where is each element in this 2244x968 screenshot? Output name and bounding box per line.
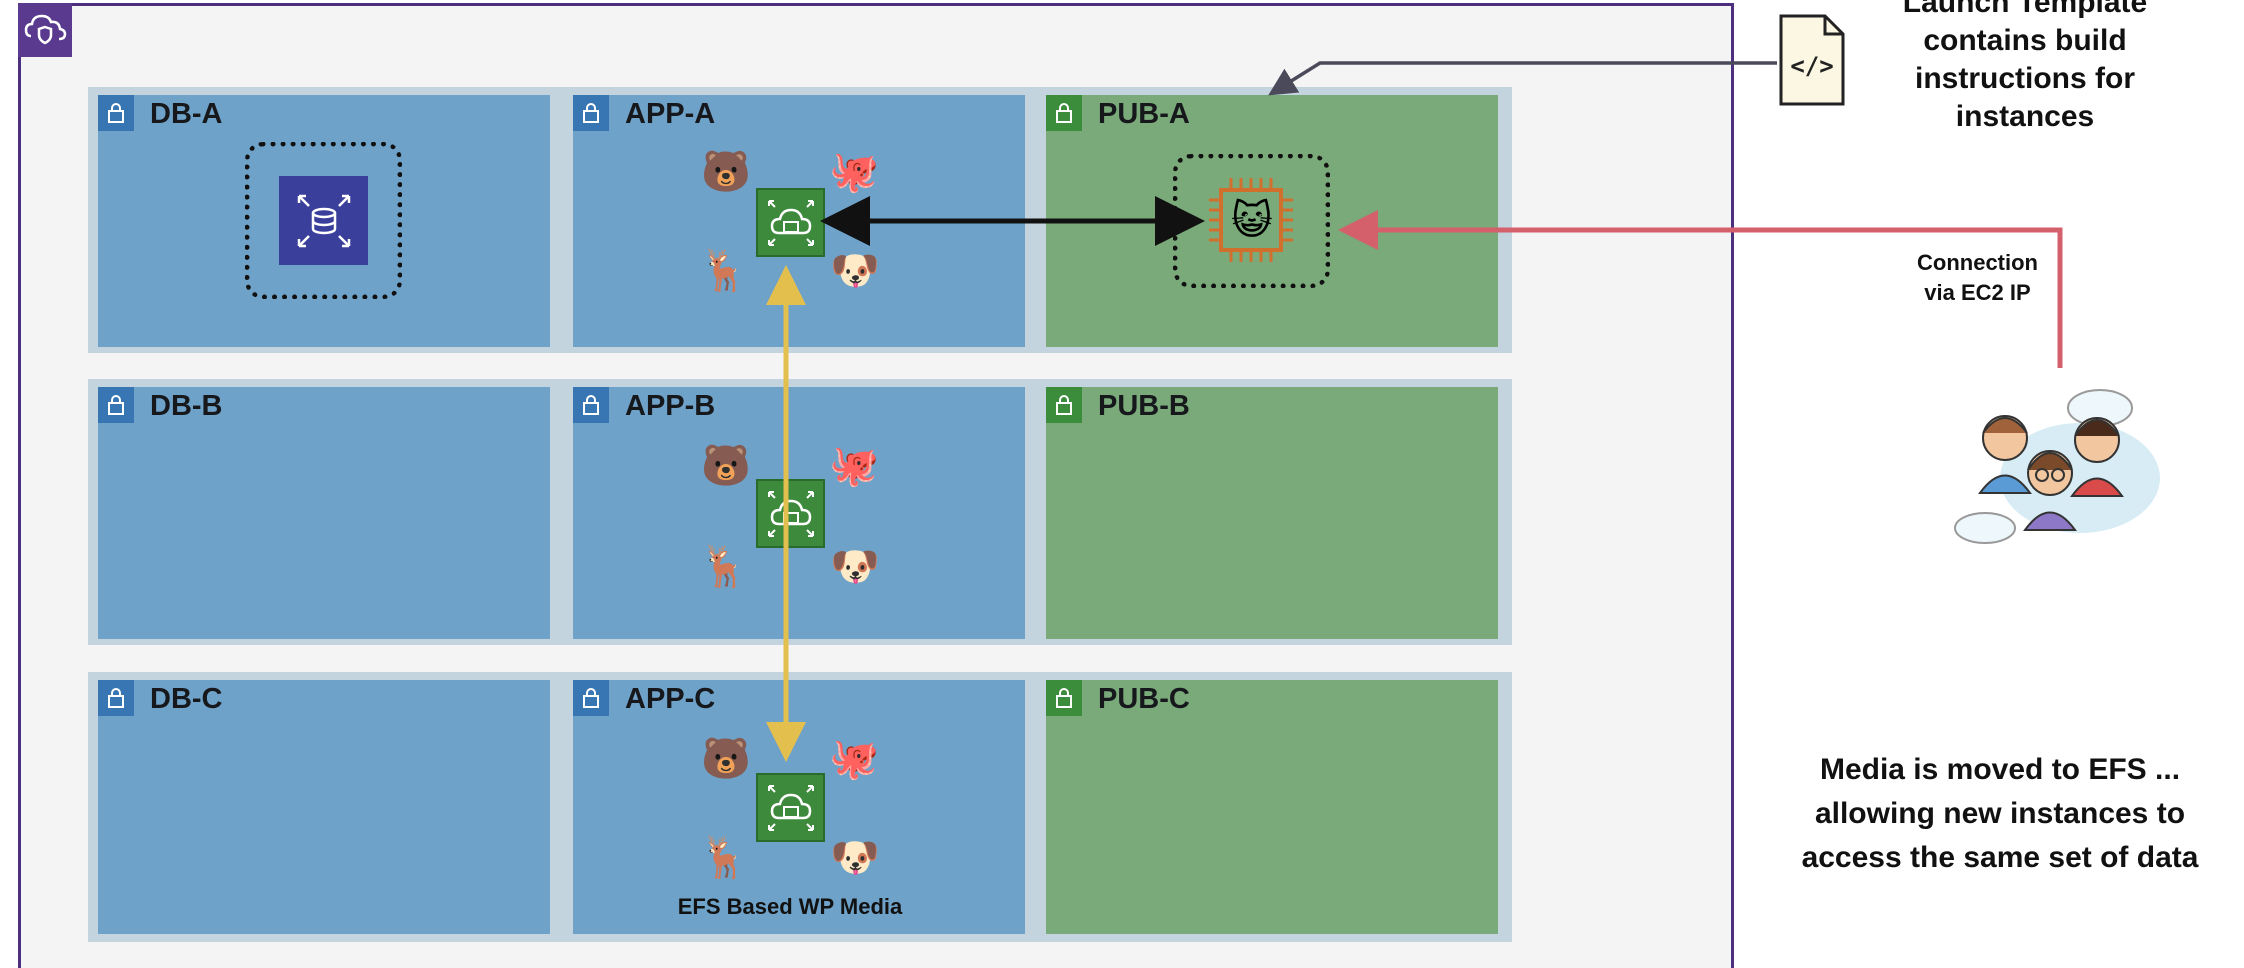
note-line: Media is moved to EFS ...	[1819, 753, 2181, 786]
octopus-icon: 🐙	[829, 736, 879, 782]
deer-icon: 🦌	[699, 248, 749, 294]
subnet-label: PUB-C	[1098, 683, 1190, 715]
rds-database-icon[interactable]	[279, 176, 368, 265]
note-line: instances	[1955, 100, 2095, 133]
auto-scaling-group-icon[interactable]	[756, 188, 825, 257]
media-efs-note: Media is moved to EFS ... allowing new i…	[1760, 748, 2240, 880]
cat-icon: 😺	[1231, 198, 1273, 244]
note-line: allowing new instances to	[1814, 797, 2186, 830]
subnet-db-c: DB-C	[98, 680, 550, 934]
lock-icon	[98, 680, 134, 716]
gremlin-icon: 🐶	[830, 835, 880, 881]
gremlin-icon: 🐶	[830, 248, 880, 294]
subnet-pub-b: PUB-B	[1046, 387, 1498, 639]
subnet-label: APP-C	[625, 683, 716, 715]
octopus-icon: 🐙	[829, 149, 879, 195]
code-file-icon[interactable]: </>	[1777, 12, 1847, 108]
note-line: contains build	[1923, 24, 2127, 57]
deer-icon: 🦌	[699, 835, 749, 881]
ec2-instance-chip-icon[interactable]	[1201, 170, 1301, 270]
lock-icon	[1046, 95, 1082, 131]
lock-icon	[1046, 680, 1082, 716]
launch-template-note: Launch Template contains build instructi…	[1850, 0, 2200, 136]
subnet-label: APP-B	[625, 390, 716, 422]
connection-note: Connection via EC2 IP	[1885, 248, 2070, 308]
note-line: Connection	[1917, 250, 2038, 275]
subnet-db-b: DB-B	[98, 387, 550, 639]
gremlin-icon: 🐶	[830, 544, 880, 590]
bear-icon: 🐻	[701, 443, 751, 489]
rds-dashed-group	[245, 142, 402, 299]
lock-icon	[98, 387, 134, 423]
deer-icon: 🦌	[699, 544, 749, 590]
subnet-label: DB-A	[150, 98, 223, 130]
bear-icon: 🐻	[701, 736, 751, 782]
note-line: Launch Template	[1902, 0, 2148, 19]
lock-icon	[1046, 387, 1082, 423]
octopus-icon: 🐙	[829, 443, 879, 489]
lock-icon	[573, 387, 609, 423]
note-line: instructions for	[1914, 62, 2135, 95]
note-line: via EC2 IP	[1924, 280, 2031, 305]
auto-scaling-group-icon[interactable]	[756, 479, 825, 548]
subnet-label: DB-B	[150, 390, 223, 422]
svg-text:</>: </>	[1790, 52, 1833, 80]
subnet-label: APP-A	[625, 98, 716, 130]
lock-icon	[573, 680, 609, 716]
subnet-label: DB-C	[150, 683, 223, 715]
users-group-icon	[1950, 378, 2160, 558]
note-line: access the same set of data	[1801, 841, 2199, 874]
lock-icon	[98, 95, 134, 131]
vpc-shield-icon	[18, 3, 72, 57]
subnet-pub-c: PUB-C	[1046, 680, 1498, 934]
lock-icon	[573, 95, 609, 131]
efs-media-label: EFS Based WP Media	[677, 894, 903, 919]
bear-icon: 🐻	[701, 149, 751, 195]
subnet-label: PUB-A	[1098, 98, 1190, 130]
auto-scaling-group-icon[interactable]	[756, 773, 825, 842]
subnet-label: PUB-B	[1098, 390, 1190, 422]
